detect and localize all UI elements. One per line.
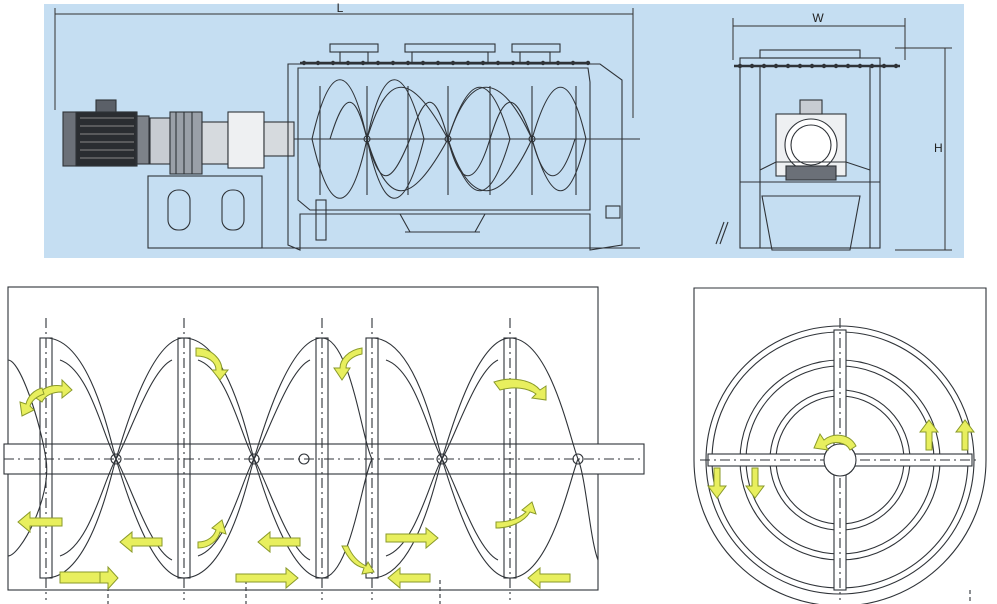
- flow-arrow: [341, 545, 375, 575]
- flow-arrow: [35, 378, 73, 403]
- ribbon-agitator-front: [311, 79, 587, 199]
- trough-body: [287, 43, 623, 251]
- flow-arrow: [235, 566, 299, 590]
- flow-arrow: [387, 566, 431, 590]
- width-label: W: [812, 11, 824, 25]
- front-elevation: [62, 43, 640, 251]
- motor: [62, 99, 150, 167]
- flow-arrow: [493, 378, 547, 401]
- side-elevation: [715, 49, 900, 251]
- flow-arrow: [955, 419, 975, 451]
- height-dimension: [895, 47, 952, 251]
- flow-arrow: [745, 467, 765, 499]
- ribbon-section-top: [3, 286, 645, 604]
- flow-arrow: [19, 387, 45, 417]
- flow-arrow: [919, 419, 939, 451]
- flow-arrow: [495, 501, 537, 529]
- flow-arrow: [257, 530, 301, 554]
- length-label: L: [337, 1, 344, 15]
- flow-arrow: [99, 565, 119, 591]
- side-motor: [775, 99, 847, 181]
- ribbon-agitator-section: [7, 337, 599, 579]
- flow-arrow: [527, 566, 571, 590]
- flow-arrow: [385, 526, 439, 550]
- gear-reducer: [149, 111, 640, 175]
- flange-bolts: [301, 60, 591, 66]
- flow-arrow: [17, 510, 63, 534]
- ribbon-cross-section: [693, 287, 987, 604]
- flow-arrow: [813, 432, 857, 451]
- flow-arrow: [197, 519, 227, 549]
- motor-base: [147, 175, 640, 249]
- flow-arrow: [195, 347, 230, 381]
- side-flange-bolts: [737, 63, 899, 69]
- flow-arrow: [119, 530, 163, 554]
- flow-arrows-cross-section: [707, 419, 975, 499]
- height-label: H: [934, 141, 943, 155]
- width-dimension: [732, 18, 906, 60]
- flow-arrow: [333, 347, 363, 381]
- flow-arrows-section: [17, 347, 571, 591]
- flow-arrow: [59, 571, 101, 584]
- flow-arrow: [707, 467, 727, 499]
- length-dimension: [54, 8, 634, 118]
